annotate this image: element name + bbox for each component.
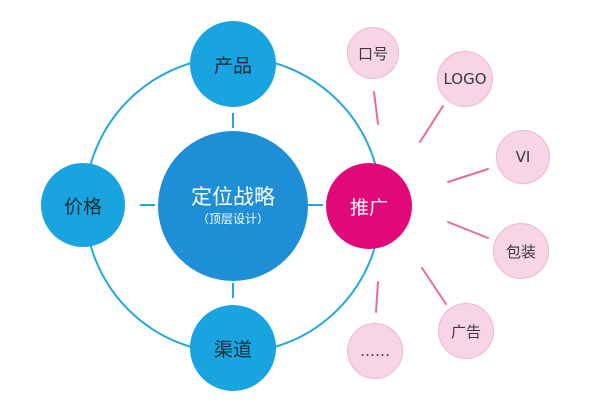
center-connectors: [140, 113, 323, 298]
price-node: 价格: [41, 163, 125, 247]
promotion-item-logo: LOGO: [437, 51, 493, 107]
vi-label: VI: [515, 148, 531, 166]
connector-slogan: [373, 91, 379, 125]
promotion-connectors: [373, 91, 489, 313]
connector-more: [375, 281, 379, 313]
channel-node: 渠道: [190, 305, 276, 391]
product-node: 产品: [190, 21, 276, 107]
slogan-label: 口号: [357, 44, 388, 63]
center-label: 定位战略: [191, 185, 275, 209]
promotion-item-ad: 广告: [438, 303, 494, 359]
connector-ad: [421, 267, 447, 305]
connector-vi: [447, 168, 489, 183]
promotion-item-vi: VI: [496, 130, 550, 184]
center-sublabel: （顶层设计）: [196, 212, 269, 226]
logo-label: LOGO: [443, 70, 487, 88]
channel-label: 渠道: [213, 338, 252, 361]
ad-label: 广告: [450, 322, 481, 341]
promotion-node: 推广: [326, 163, 412, 249]
price-label: 价格: [63, 195, 102, 218]
center-strategy-node: 定位战略 （顶层设计）: [158, 131, 308, 281]
more-label: ……: [360, 342, 390, 360]
product-label: 产品: [213, 54, 252, 77]
connector-packaging: [447, 221, 489, 239]
connector-logo: [419, 105, 444, 143]
promotion-item-more: ……: [347, 323, 403, 379]
packaging-label: 包装: [505, 242, 536, 261]
promotion-item-slogan: 口号: [347, 27, 399, 79]
promotion-item-packaging: 包装: [493, 223, 549, 279]
promotion-label: 推广: [349, 196, 388, 219]
